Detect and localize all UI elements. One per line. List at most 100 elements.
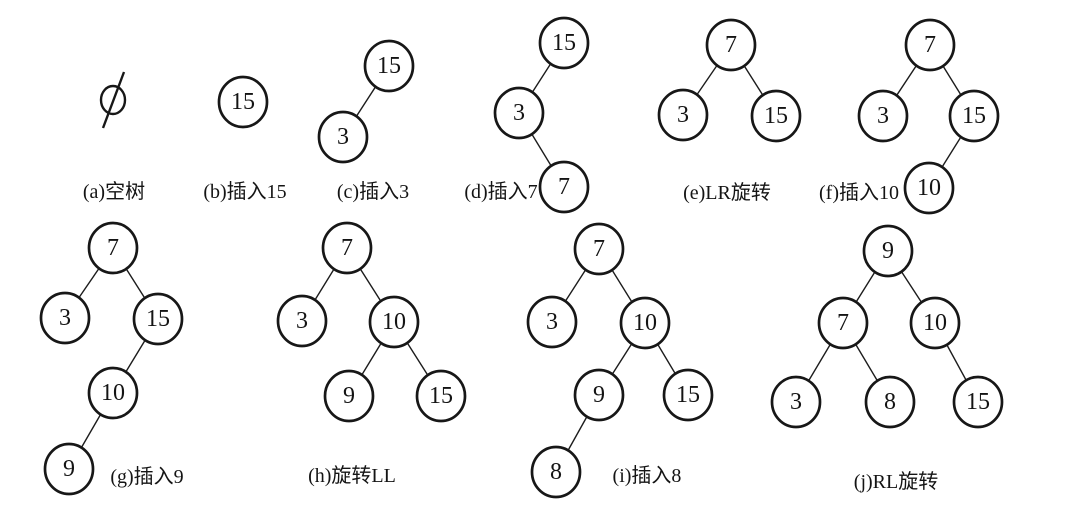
node-circle xyxy=(87,221,139,275)
node-value: 3 xyxy=(59,305,71,331)
tree-node: 15 xyxy=(662,368,714,422)
node-circle xyxy=(321,221,373,275)
node-value: 8 xyxy=(550,459,562,485)
node-value: 3 xyxy=(513,100,525,126)
node-circle xyxy=(705,18,757,72)
node-circle xyxy=(817,296,869,350)
tree-node: 9 xyxy=(43,442,95,496)
node-circle xyxy=(276,294,328,348)
node-circle xyxy=(573,368,625,422)
node-circle xyxy=(530,445,582,499)
figure-caption: (b)插入15 xyxy=(203,180,286,203)
tree-node: 15 xyxy=(952,375,1004,429)
tree-node: 9 xyxy=(573,368,625,422)
figure-caption: (c)插入3 xyxy=(337,180,409,203)
tree-node: 10 xyxy=(87,366,139,420)
node-value: 15 xyxy=(231,89,255,115)
node-value: 15 xyxy=(962,103,986,129)
node-value: 7 xyxy=(558,174,570,200)
node-circle xyxy=(538,160,590,214)
figure-caption: (h)旋转LL xyxy=(308,464,396,487)
tree-node: 15 xyxy=(217,75,269,129)
empty-symbol-slash xyxy=(101,71,126,129)
node-value: 9 xyxy=(63,456,75,482)
node-value: 10 xyxy=(101,380,125,406)
figure-caption: (a)空树 xyxy=(83,180,145,203)
node-circle xyxy=(317,110,369,164)
tree-node: 7 xyxy=(538,160,590,214)
node-circle xyxy=(43,442,95,496)
node-circle xyxy=(573,222,625,276)
figure-caption: (i)插入8 xyxy=(613,464,682,487)
tree-node: 3 xyxy=(276,294,328,348)
tree-node: 15 xyxy=(750,89,802,143)
tree-node: 7 xyxy=(321,221,373,275)
node-value: 10 xyxy=(633,310,657,336)
node-circle xyxy=(657,88,709,142)
node-value: 3 xyxy=(337,124,349,150)
node-value: 3 xyxy=(790,389,802,415)
figure-panel-j: 9 7 10 3 8 15 (j)RL旋转 xyxy=(770,224,1004,493)
node-value: 3 xyxy=(877,103,889,129)
tree-node: 15 xyxy=(363,39,415,93)
figure-panel-b: 15 (b)插入15 xyxy=(203,75,287,203)
node-circle xyxy=(770,375,822,429)
tree-node: 3 xyxy=(657,88,709,142)
tree-node: 15 xyxy=(132,292,184,346)
tree-node: 7 xyxy=(817,296,869,350)
node-circle xyxy=(323,369,375,423)
tree-node: 15 xyxy=(948,89,1000,143)
tree-node: 3 xyxy=(493,86,545,140)
figure-caption: (e)LR旋转 xyxy=(683,181,771,204)
empty-symbol-circle xyxy=(99,84,127,116)
tree-node: 10 xyxy=(903,161,955,215)
node-circle xyxy=(864,375,916,429)
tree-node: 7 xyxy=(87,221,139,275)
node-value: 9 xyxy=(882,238,894,264)
figure-caption: (j)RL旋转 xyxy=(854,470,938,493)
node-circle xyxy=(750,89,802,143)
node-value: 8 xyxy=(884,389,896,415)
node-value: 15 xyxy=(966,389,990,415)
node-circle xyxy=(217,75,269,129)
tree-node: 3 xyxy=(317,110,369,164)
node-circle xyxy=(39,291,91,345)
node-circle xyxy=(952,375,1004,429)
node-value: 7 xyxy=(593,236,605,262)
figure-panel-c: 15 3 (c)插入3 xyxy=(317,39,415,203)
tree-node: 15 xyxy=(538,16,590,70)
figure-caption: (g)插入9 xyxy=(110,465,183,488)
node-value: 3 xyxy=(677,102,689,128)
node-value: 15 xyxy=(377,53,401,79)
tree-node: 10 xyxy=(909,296,961,350)
tree-node: 10 xyxy=(619,296,671,350)
node-value: 7 xyxy=(837,310,849,336)
node-circle xyxy=(493,86,545,140)
tree-node: 3 xyxy=(526,295,578,349)
node-value: 10 xyxy=(923,310,947,336)
tree-node: 9 xyxy=(862,224,914,278)
figure-caption: (d)插入7 xyxy=(464,180,537,203)
tree-node: 7 xyxy=(904,18,956,72)
tree-node: 7 xyxy=(705,18,757,72)
node-circle xyxy=(904,18,956,72)
node-value: 10 xyxy=(917,175,941,201)
node-circle xyxy=(862,224,914,278)
node-value: 7 xyxy=(725,32,737,58)
node-value: 15 xyxy=(429,383,453,409)
node-circle xyxy=(526,295,578,349)
node-circle xyxy=(948,89,1000,143)
node-value: 7 xyxy=(341,235,353,261)
node-value: 9 xyxy=(343,383,355,409)
node-circle xyxy=(132,292,184,346)
node-circle xyxy=(363,39,415,93)
tree-node: 10 xyxy=(368,295,420,349)
node-circle xyxy=(368,295,420,349)
figure-caption: (f)插入10 xyxy=(819,181,899,204)
tree-node: 15 xyxy=(415,369,467,423)
node-circle xyxy=(903,161,955,215)
empty-tree-symbol xyxy=(99,71,127,129)
node-value: 9 xyxy=(593,382,605,408)
